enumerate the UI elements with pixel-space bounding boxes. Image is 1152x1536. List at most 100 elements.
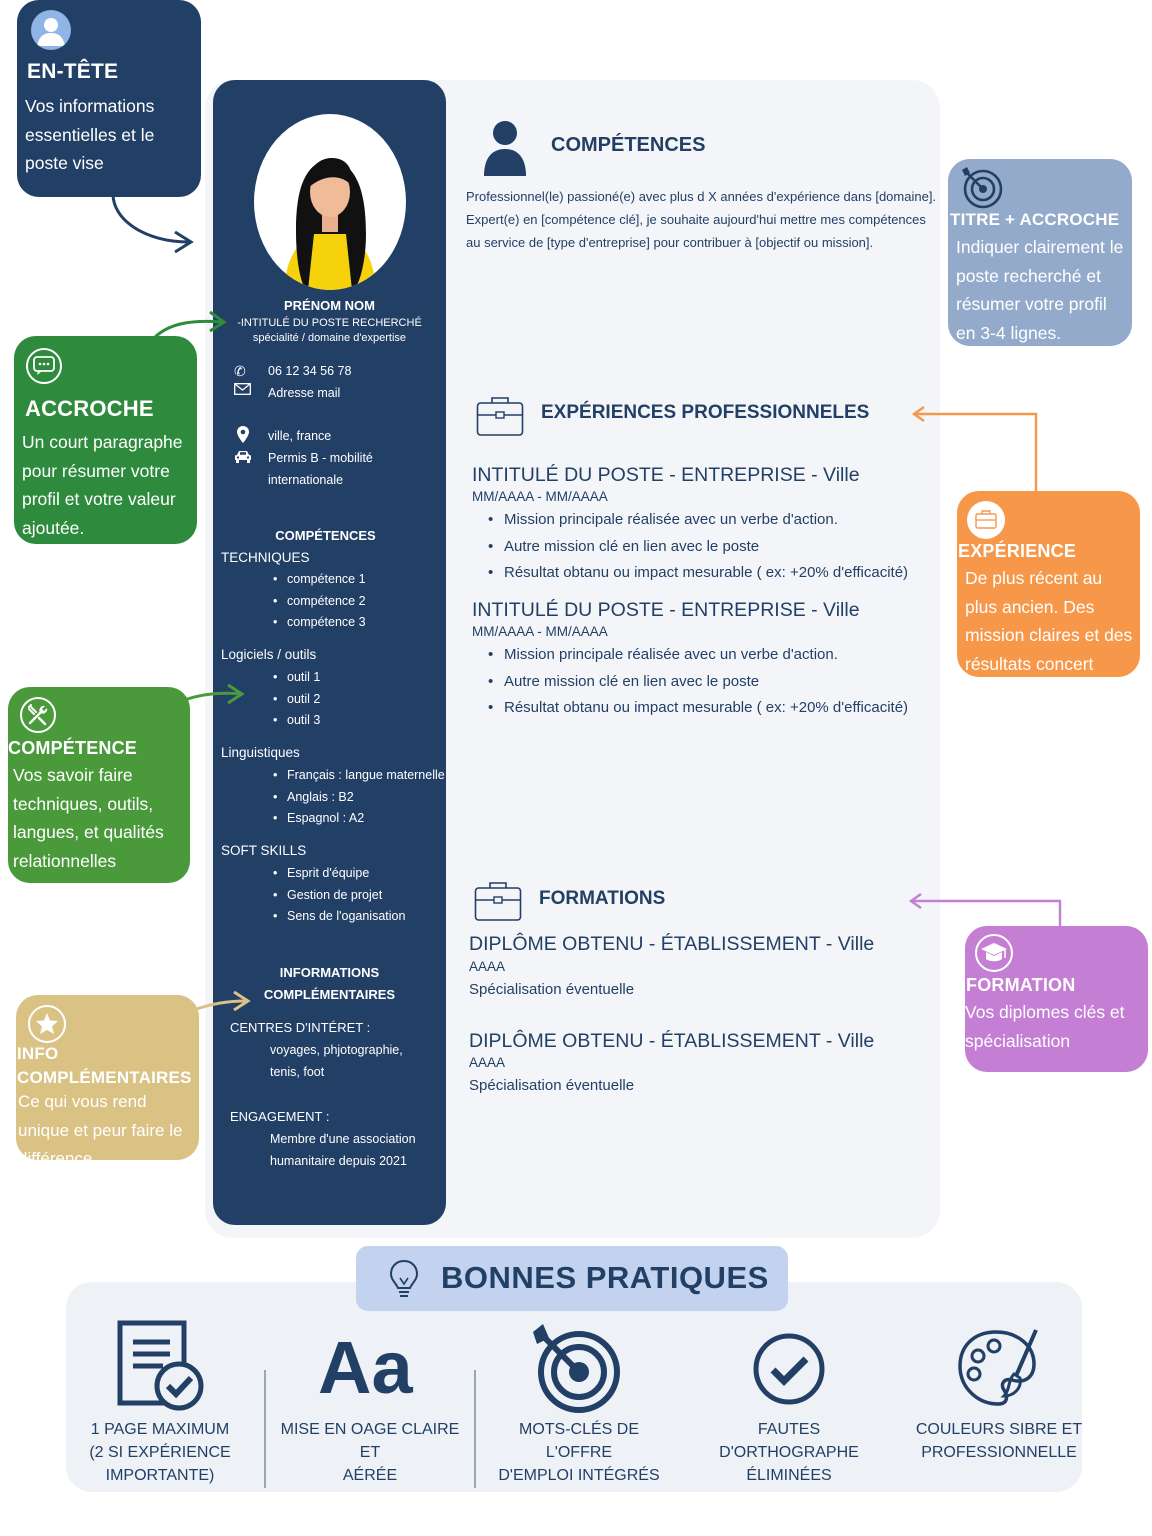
list-item: Esprit d'équipe [273, 863, 405, 885]
experience-section-title: EXPÉRIENCES PROFESSIONNELES [541, 402, 870, 423]
degree-year: AAAA [469, 959, 506, 974]
note-title: COMPLÉMENTAIRES [17, 1068, 192, 1087]
tools-title: Logiciels / outils [221, 647, 317, 662]
note-text: Un court paragraphe pour résumer votre p… [22, 432, 183, 538]
list-item: outil 3 [273, 710, 320, 732]
person-icon [484, 121, 526, 176]
interests-title: CENTRES D'INTÉRET : [230, 1020, 371, 1035]
interests-line-2: tenis, foot [270, 1065, 325, 1079]
job-bullets: Mission principale réalisée avec un verb… [486, 507, 908, 587]
candidate-job: -INTITULÉ DU POSTE RECHERCHÉ [237, 317, 422, 329]
summary-line: Expert(e) en [compétence clé], je souhai… [466, 212, 926, 227]
degree-title: DIPLÔME OBTENU - ÉTABLISSEMENT - Ville [469, 1030, 875, 1052]
arrow-icon [908, 893, 1062, 928]
degree-spec: Spécialisation éventuelle [469, 981, 635, 998]
phone-icon: ✆ [234, 363, 246, 379]
technical-title: TECHNIQUES [221, 550, 310, 565]
list-item: Autre mission clé en lien avec le poste [486, 669, 908, 696]
job-dates: MM/AAAA - MM/AAAA [472, 624, 608, 639]
candidate-name: PRÉNOM NOM [284, 298, 375, 313]
engagement-line-1: Membre d'une association [270, 1132, 416, 1146]
arrow-icon [911, 406, 1038, 493]
note-title: FORMATION [966, 975, 1076, 995]
practice-label: 1 PAGE MAXIMUM (2 SI EXPÉRIENCE IMPORTAN… [89, 1421, 231, 1484]
divider [474, 1370, 476, 1488]
note-header: EN-TÊTE Vos informations essentielles et… [17, 0, 201, 197]
phone-number: 06 12 34 56 78 [268, 364, 352, 378]
list-item: compétence 3 [273, 612, 366, 634]
note-skill: COMPÉTENCE Vos savoir faire techniques, … [8, 687, 190, 883]
list-item: Anglais : B2 [273, 787, 445, 809]
star-icon [28, 1005, 66, 1043]
list-item: outil 1 [273, 667, 320, 689]
woman-avatar-icon [284, 158, 376, 290]
document-check-icon [117, 1320, 204, 1411]
note-title: TITRE + ACCROCHE [950, 210, 1120, 229]
lightbulb-icon [389, 1259, 419, 1297]
sidebar-skills-title: COMPÉTENCES [275, 528, 376, 543]
chat-bubble-icon [26, 348, 62, 384]
license-line-1: Permis B - mobilité [268, 451, 373, 465]
engagement-title: ENGAGEMENT : [230, 1109, 330, 1124]
list-item: Mission principale réalisée avec un verb… [486, 642, 908, 669]
education-section-title: FORMATIONS [539, 888, 666, 909]
practice-label: MOTS-CLÉS DE L'OFFRE D'EMPLOI INTÉGRÉS [498, 1421, 660, 1484]
list-item: Mission principale réalisée avec un verb… [486, 507, 908, 534]
city: ville, france [268, 429, 332, 443]
note-title: COMPÉTENCE [8, 738, 138, 758]
note-title-hook: TITRE + ACCROCHE Indiquer clairement le … [948, 159, 1132, 346]
practice-label: COULEURS SIBRE ET PROFESSIONNELLE [915, 1421, 1083, 1461]
languages-list: Français : langue maternelle Anglais : B… [273, 765, 445, 830]
job-bullets: Mission principale réalisée avec un verb… [486, 642, 908, 722]
tools-icon [20, 697, 56, 733]
list-item: Gestion de projet [273, 885, 405, 907]
degree-spec: Spécialisation éventuelle [469, 1077, 635, 1094]
arrow-icon [183, 683, 245, 705]
job-dates: MM/AAAA - MM/AAAA [472, 489, 608, 504]
list-item: Espagnol : A2 [273, 808, 445, 830]
mail-icon [234, 383, 251, 395]
check-circle-icon [753, 1333, 825, 1405]
summary-line: au service de [type d'entreprise] pour c… [466, 235, 874, 250]
best-practices-panel [66, 1282, 1082, 1492]
best-practices-banner [356, 1246, 788, 1311]
note-text: Vos diplomes clés et spécialisation [965, 1002, 1125, 1051]
license-line-2: internationale [268, 473, 344, 487]
practice-label: MISE EN OAGE CLAIRE ET AÉRÉE [280, 1421, 460, 1484]
note-hook: ACCROCHE Un court paragraphe pour résume… [14, 336, 197, 544]
car-icon [235, 451, 251, 463]
note-title: EXPÉRIENCE [958, 541, 1077, 561]
typography-icon: Aa [318, 1326, 413, 1409]
note-experience: EXPÉRIENCE De plus récent au plus ancien… [957, 491, 1140, 677]
email: Adresse mail [268, 386, 341, 400]
list-item: compétence 2 [273, 591, 366, 613]
interests-line-1: voyages, phjotographie, [270, 1043, 403, 1057]
arrow-icon [193, 990, 251, 1012]
divider [264, 1370, 266, 1488]
arrow-icon [152, 310, 227, 340]
extra-info-title-2: COMPLÉMENTAIRES [263, 987, 396, 1002]
briefcase-icon [476, 397, 524, 436]
engagement-line-2: humanitaire depuis 2021 [270, 1154, 407, 1168]
note-text: Vos informations essentielles et le post… [25, 96, 155, 173]
cv-sidebar: PRÉNOM NOM -INTITULÉ DU POSTE RECHERCHÉ … [213, 80, 446, 1225]
languages-title: Linguistiques [221, 745, 300, 760]
note-title: EN-TÊTE [27, 60, 119, 83]
note-text: Vos savoir faire techniques, outils, lan… [13, 765, 164, 871]
graduation-cap-icon [975, 934, 1013, 972]
briefcase-icon [967, 501, 1005, 539]
palette-icon [958, 1329, 1038, 1406]
note-title: INFO [17, 1044, 59, 1063]
extra-info-title-1: INFORMATIONS [279, 965, 380, 980]
graduation-briefcase-icon [474, 882, 522, 921]
note-text: Indiquer clairement le poste recherché e… [956, 237, 1124, 343]
candidate-specialty: spécialité / domaine d'expertise [252, 332, 407, 344]
note-text: De plus récent au plus ancien. Des missi… [965, 568, 1133, 674]
note-title: ACCROCHE [25, 396, 154, 421]
soft-skills-title: SOFT SKILLS [221, 843, 307, 858]
degree-title: DIPLÔME OBTENU - ÉTABLISSEMENT - Ville [469, 933, 875, 955]
job-title: INTITULÉ DU POSTE - ENTREPRISE - Ville [472, 464, 860, 486]
practice-label: FAUTES D'ORTHOGRAPHE ÉLIMINÉES [719, 1421, 859, 1484]
location-pin-icon [237, 426, 249, 443]
list-item: Français : langue maternelle [273, 765, 445, 787]
